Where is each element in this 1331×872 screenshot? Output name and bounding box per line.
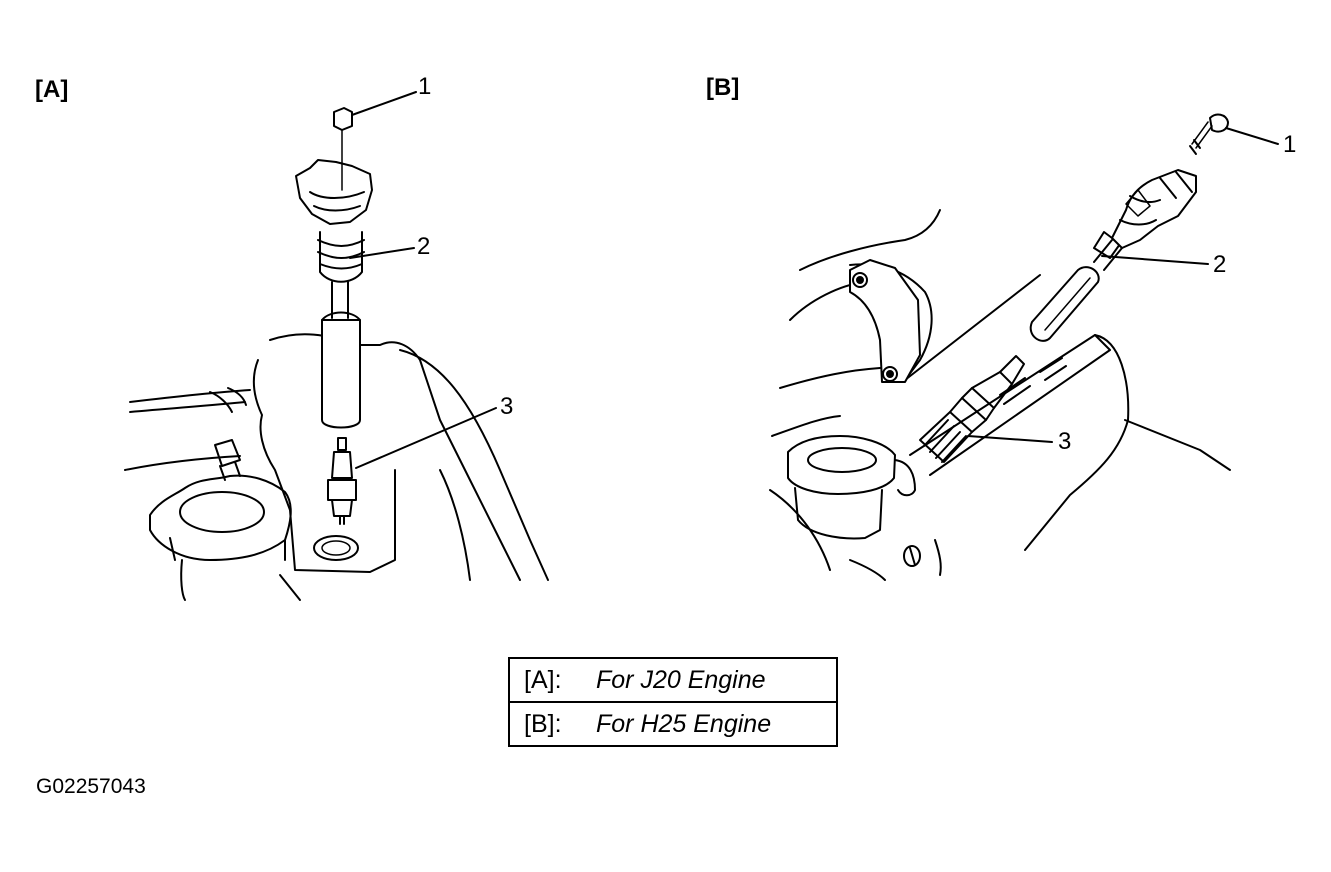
panel-a-callout-3: 3: [500, 393, 514, 420]
panel-b-callout-2: 2: [1213, 251, 1227, 278]
panel-b-callout-3: 3: [1058, 428, 1072, 455]
figure-id: G02257043: [36, 775, 146, 798]
panel-b-callout-1: 1: [1283, 131, 1297, 158]
panel-a-engine-drawing: [124, 91, 549, 601]
panel-b-engine-drawing: [769, 113, 1279, 581]
legend-text: For H25 Engine: [596, 709, 772, 738]
panel-a-label: [A]: [35, 76, 69, 103]
legend-row: [B]: For H25 Engine: [508, 701, 838, 747]
legend-cell: [B]: For H25 Engine: [508, 701, 838, 747]
legend-text: For J20 Engine: [596, 665, 766, 694]
panel-a-callout-1: 1: [418, 73, 432, 100]
engine-legend-table: [A]: For J20 Engine [B]: For H25 Engine: [508, 657, 838, 747]
legend-cell: [A]: For J20 Engine: [508, 657, 838, 703]
legend-key: [B]:: [524, 709, 562, 738]
legend-row: [A]: For J20 Engine: [508, 657, 838, 703]
panel-b-label: [B]: [706, 74, 740, 101]
legend-key: [A]:: [524, 665, 562, 694]
panel-a-callout-2: 2: [417, 233, 431, 260]
